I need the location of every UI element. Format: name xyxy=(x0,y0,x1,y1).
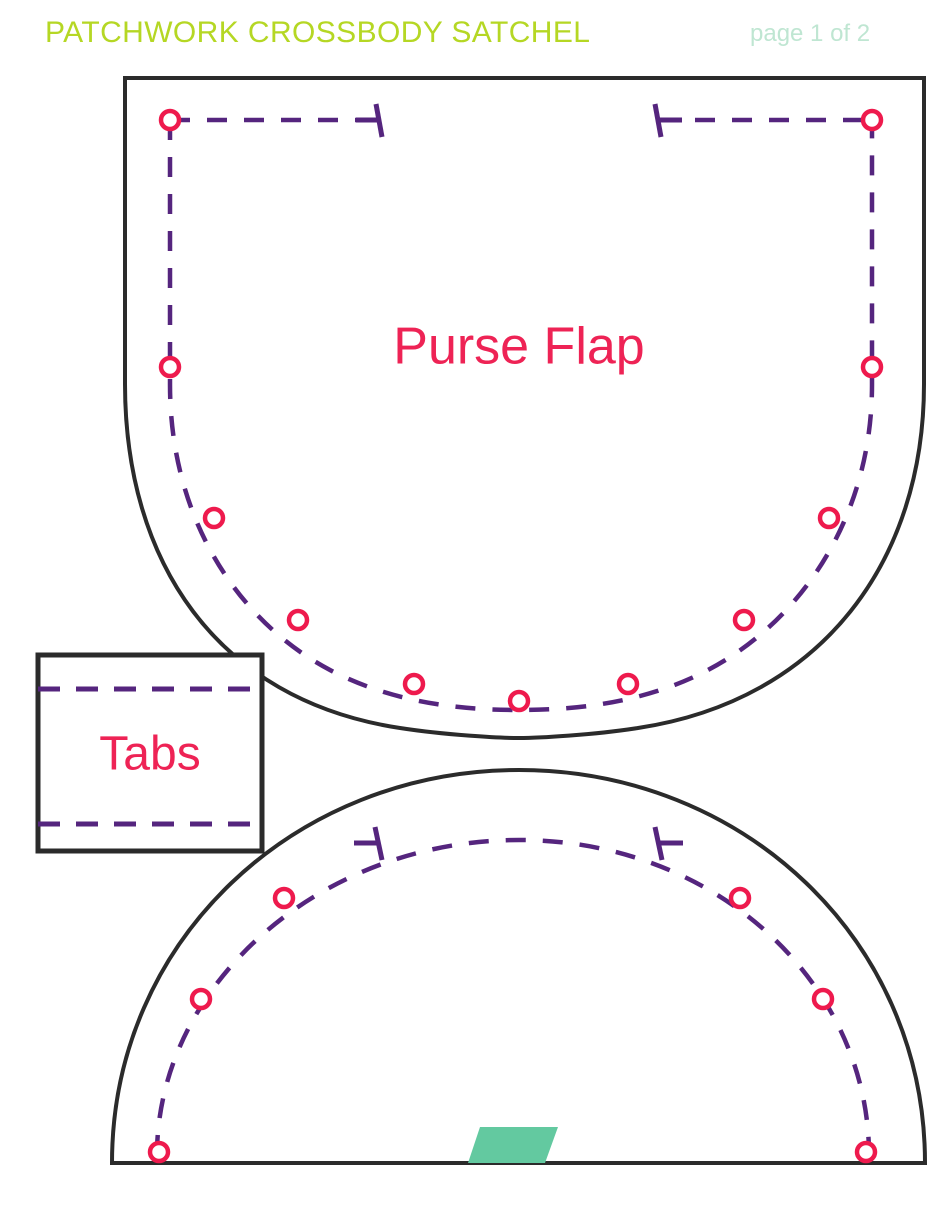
piece-purse-body-bottom xyxy=(109,767,928,1165)
page-header: PATCHWORK CROSSBODY SATCHEL page 1 of 2 xyxy=(0,0,950,70)
seam-dot-marker xyxy=(189,987,213,1011)
seam-dot-marker xyxy=(860,108,884,132)
purse-flap-cut-line xyxy=(123,76,926,741)
purse-body-cut-line xyxy=(109,767,928,1165)
seam-dot-marker xyxy=(616,672,640,696)
seam-dot-marker xyxy=(147,1140,171,1164)
seam-dot-marker xyxy=(507,689,531,713)
seam-dot-marker xyxy=(402,672,426,696)
purse-flap-dot-markers xyxy=(158,108,884,713)
purse-body-dot-markers xyxy=(147,886,878,1164)
tabs-label: Tabs xyxy=(99,728,200,781)
seam-dot-marker xyxy=(158,355,182,379)
seam-dot-marker xyxy=(811,987,835,1011)
seam-dot-marker xyxy=(728,886,752,910)
page-title: PATCHWORK CROSSBODY SATCHEL xyxy=(45,16,591,49)
purse-flap-label: Purse Flap xyxy=(393,318,644,376)
seam-dot-marker xyxy=(202,506,226,530)
seam-dot-marker xyxy=(286,608,310,632)
seam-dot-marker xyxy=(860,355,884,379)
seam-dot-marker xyxy=(817,506,841,530)
piece-tabs: Tabs xyxy=(35,652,265,854)
center-notch-marker xyxy=(468,1127,558,1163)
seam-dot-marker xyxy=(732,608,756,632)
seam-dot-marker xyxy=(272,886,296,910)
seam-dot-marker xyxy=(854,1140,878,1164)
seam-dot-marker xyxy=(158,108,182,132)
page-indicator: page 1 of 2 xyxy=(750,20,871,47)
piece-purse-flap: Purse Flap xyxy=(123,76,926,741)
tabs-cut-line xyxy=(35,652,265,854)
